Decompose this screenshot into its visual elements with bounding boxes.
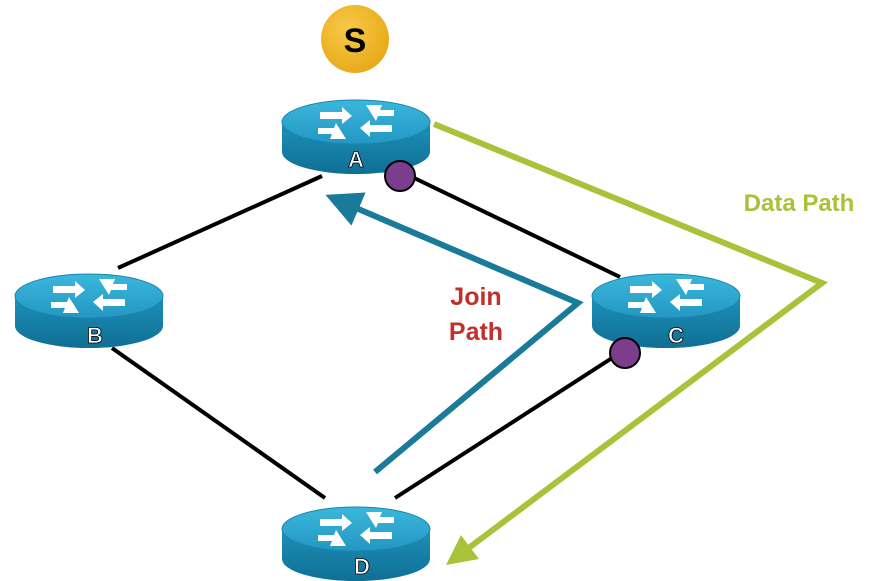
router-arrows-icon [628, 279, 704, 313]
router-d-label: D [354, 554, 370, 579]
router-arrows-icon [318, 105, 394, 139]
source-label: S [344, 22, 367, 60]
interface-marker-a [384, 160, 416, 192]
router-a-label: A [348, 147, 364, 172]
router-b[interactable]: B [14, 273, 164, 348]
data-path-label: Data Path [744, 190, 855, 217]
join-path-arrow [325, 192, 584, 475]
join-path-label-line2: Path [449, 318, 503, 346]
interface-marker-c [609, 337, 641, 369]
router-a[interactable]: A [281, 99, 431, 174]
router-b-label: B [87, 323, 103, 348]
link-c-d [393, 356, 614, 500]
router-arrows-icon [318, 512, 394, 546]
link-b-d [110, 346, 327, 500]
router-arrows-icon [51, 279, 127, 313]
link-a-b [117, 174, 323, 270]
join-path-label-line1: Join [450, 283, 501, 311]
network-links [110, 174, 621, 500]
data-path-arrow [432, 121, 829, 565]
router-d[interactable]: D [281, 506, 431, 581]
router-c[interactable]: C [591, 273, 741, 348]
source-node: S [321, 5, 389, 73]
link-a-c [409, 174, 621, 279]
router-c-label: C [668, 323, 684, 348]
